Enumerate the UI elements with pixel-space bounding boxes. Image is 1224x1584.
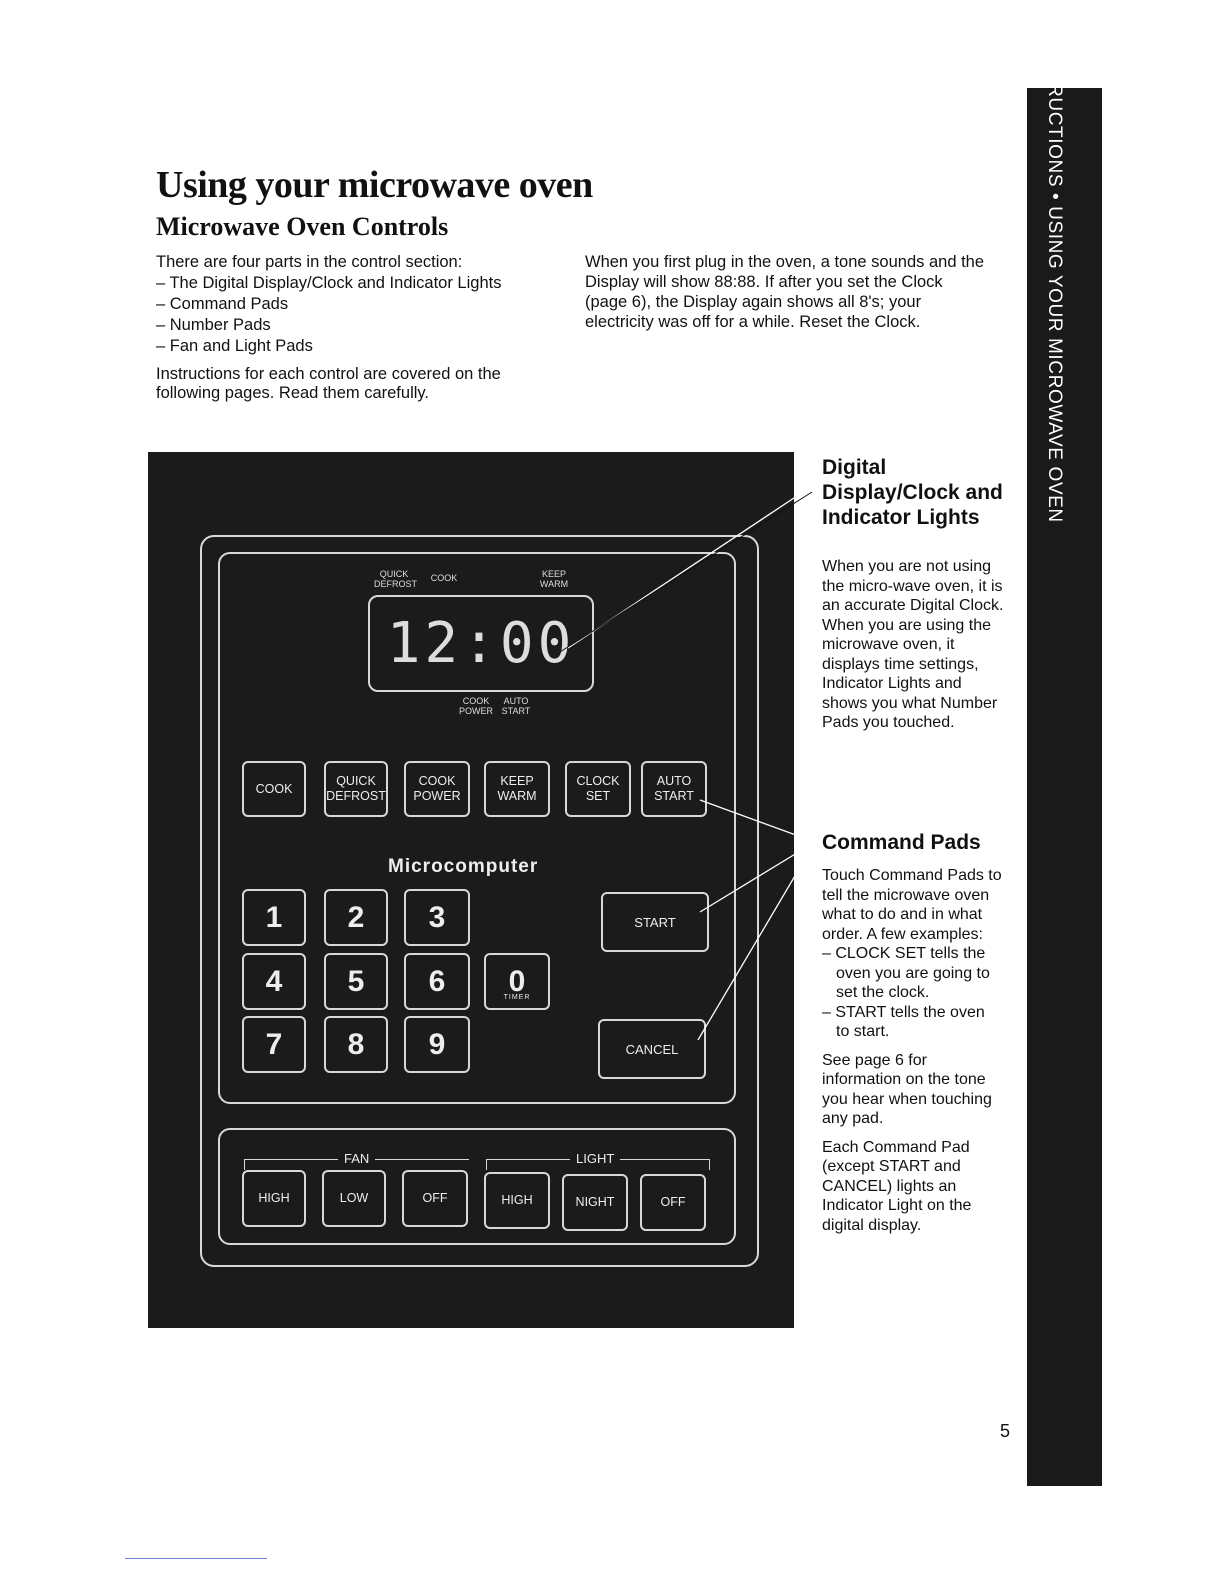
- fan-low-pad[interactable]: LOW: [322, 1170, 386, 1227]
- microcomputer-label: Microcomputer: [388, 856, 539, 877]
- number-pad-6[interactable]: 6: [404, 953, 470, 1010]
- list-item: – CLOCK SET tells the oven you are going…: [822, 945, 990, 1001]
- number-pad-2[interactable]: 2: [324, 889, 388, 946]
- callout-line-auto-start: [699, 799, 816, 843]
- light-off-pad[interactable]: OFF: [640, 1174, 706, 1231]
- plug-in-note: When you first plug in the oven, a tone …: [585, 253, 985, 331]
- footnote-rule: [125, 1558, 267, 1559]
- number-pad-9[interactable]: 9: [404, 1016, 470, 1073]
- control-panel-illustration: QUICK DEFROST COOK KEEP WARM 12:00 COOK …: [148, 452, 794, 1328]
- list-item: – Fan and Light Pads: [156, 337, 313, 355]
- indicator-quick-defrost: QUICK DEFROST: [374, 569, 418, 589]
- digital-display-text: When you are not using the micro-wave ov…: [822, 558, 1004, 731]
- fan-light-frame: [218, 1128, 736, 1245]
- number-pad-5[interactable]: 5: [324, 953, 388, 1010]
- panel-inner-frame: [218, 552, 736, 1104]
- intro-column: There are four parts in the control sect…: [156, 252, 566, 403]
- list-item: – Command Pads: [156, 295, 289, 313]
- cook-pad[interactable]: COOK: [242, 761, 306, 817]
- number-pad-8[interactable]: 8: [324, 1016, 388, 1073]
- digital-display: 12:00: [368, 595, 594, 692]
- number-pad-0-timer[interactable]: 0 TIMER: [484, 953, 550, 1010]
- callout-line-display-outer: [559, 491, 813, 653]
- digital-display-heading: Digital Display/Clock and Indicator Ligh…: [822, 456, 1003, 529]
- indicator-cook: COOK: [430, 573, 458, 583]
- indicator-note: Each Command Pad (except START and CANCE…: [822, 1138, 972, 1234]
- number-pad-3[interactable]: 3: [404, 889, 470, 946]
- side-tab: IMPORTANT SAFETY INSTRUCTIONS • USING YO…: [1027, 0, 1102, 1486]
- page-number: 5: [1000, 1421, 1011, 1441]
- list-item: – The Digital Display/Clock and Indicato…: [156, 274, 502, 292]
- clock-set-pad[interactable]: CLOCK SET: [565, 761, 631, 817]
- control-parts-list: – The Digital Display/Clock and Indicato…: [156, 273, 566, 357]
- quick-defrost-pad[interactable]: QUICK DEFROST: [324, 761, 388, 817]
- list-item: – Number Pads: [156, 316, 271, 334]
- cook-power-pad[interactable]: COOK POWER: [404, 761, 470, 817]
- cancel-pad[interactable]: CANCEL: [598, 1019, 706, 1079]
- light-high-pad[interactable]: HIGH: [484, 1172, 550, 1229]
- fan-label: FAN: [338, 1151, 376, 1166]
- auto-start-pad[interactable]: AUTO START: [641, 761, 707, 817]
- light-label: LIGHT: [570, 1151, 621, 1166]
- timer-label: TIMER: [503, 994, 531, 1001]
- callout-line-cancel: [697, 841, 816, 1041]
- page-title: Using your microwave oven: [156, 164, 593, 206]
- keep-warm-pad[interactable]: KEEP WARM: [484, 761, 550, 817]
- callout-line-start: [699, 841, 816, 913]
- command-examples-list: – CLOCK SET tells the oven you are going…: [822, 944, 1002, 1042]
- panel-outer-frame: [200, 535, 759, 1267]
- start-pad[interactable]: START: [601, 892, 709, 952]
- section-title: Microwave Oven Controls: [156, 212, 449, 241]
- number-pad-4[interactable]: 4: [242, 953, 306, 1010]
- command-pads-heading: Command Pads: [822, 831, 981, 854]
- display-readout: 12:00: [386, 611, 576, 676]
- number-pad-7[interactable]: 7: [242, 1016, 306, 1073]
- indicator-auto-start: AUTO START: [501, 696, 531, 716]
- fan-off-pad[interactable]: OFF: [402, 1170, 468, 1227]
- indicator-cook-power: COOK POWER: [458, 696, 493, 716]
- intro-lead: There are four parts in the control sect…: [156, 253, 463, 271]
- command-pads-column: Touch Command Pads to tell the microwave…: [822, 866, 1002, 1235]
- instructions-note: Instructions for each control are covere…: [156, 365, 501, 402]
- list-item: – START tells the oven to start.: [822, 1003, 985, 1041]
- indicator-keep-warm: KEEP WARM: [539, 569, 569, 589]
- light-night-pad[interactable]: NIGHT: [562, 1174, 628, 1231]
- fan-high-pad[interactable]: HIGH: [242, 1170, 306, 1227]
- command-pads-text: Touch Command Pads to tell the microwave…: [822, 867, 1002, 943]
- tone-note: See page 6 for information on the tone y…: [822, 1051, 992, 1128]
- number-pad-1[interactable]: 1: [242, 889, 306, 946]
